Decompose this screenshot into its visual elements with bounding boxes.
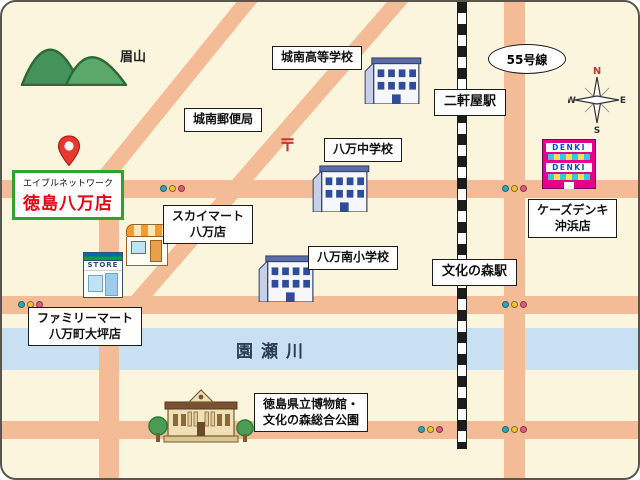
traffic-signal-icon <box>160 185 185 192</box>
familymart-shop-icon: STORE <box>83 252 123 298</box>
denki-windows <box>548 154 590 160</box>
label-ks-denki: ケーズデンキ 沖浜店 <box>528 199 618 239</box>
compass-icon: N E S W <box>568 66 626 134</box>
school-building-icon <box>362 56 422 104</box>
denki-windows <box>548 174 590 180</box>
mountain-label: 眉山 <box>120 50 147 65</box>
school-building-icon <box>310 164 370 212</box>
label-skymart-line1: スカイマート <box>172 209 245 223</box>
compass-s-label: S <box>594 126 600 134</box>
compass-w-label: W <box>568 96 576 106</box>
store-card-brand: エイブルネットワーク <box>22 179 113 189</box>
road-route55 <box>504 2 525 478</box>
shop-body <box>84 270 122 297</box>
post-office-mark-icon: 〒 <box>279 136 296 156</box>
river-label: 園瀬川 <box>236 342 311 362</box>
label-hachiman-minami-elementary: 八万南小学校 <box>308 246 399 270</box>
label-museum-park: 徳島県立博物館・ 文化の森総合公園 <box>254 393 369 433</box>
familymart-stripe <box>84 253 122 261</box>
store-card-name: 徳島八万店 <box>23 194 113 214</box>
label-familymart-line1: ファミリーマート <box>37 311 134 325</box>
label-bunkanomori-station: 文化の森駅 <box>432 259 518 286</box>
traffic-signal-icon <box>418 426 443 433</box>
label-museum-line2: 文化の森総合公園 <box>263 412 360 427</box>
road-horizontal-middle <box>2 296 638 314</box>
route55-label: 55号線 <box>488 44 566 74</box>
store-card: エイブルネットワーク 徳島八万店 <box>12 170 124 220</box>
mountain-icon <box>20 48 128 86</box>
shop-door <box>105 273 118 296</box>
shop-window <box>131 241 146 254</box>
denki-sign: DENKI <box>546 143 592 152</box>
label-jonan-post-office: 城南郵便局 <box>184 108 263 132</box>
school-building-icon <box>256 254 316 302</box>
label-hachiman-junior-high: 八万中学校 <box>324 138 403 162</box>
museum-building-icon <box>148 389 254 443</box>
label-ks-denki-line1: ケーズデンキ <box>537 203 609 217</box>
map-pin-icon <box>57 135 81 167</box>
shop-window <box>88 275 103 292</box>
label-skymart-line2: 八万店 <box>190 224 227 239</box>
label-familymart: ファミリーマート 八万町大坪店 <box>28 307 143 347</box>
railway-line <box>457 2 467 449</box>
shop-door <box>150 240 162 262</box>
compass-n-label: N <box>593 66 601 77</box>
label-museum-line1: 徳島県立博物館・ <box>263 397 360 411</box>
shop-awning <box>126 224 168 237</box>
label-jonan-high-school: 城南高等学校 <box>272 46 363 70</box>
compass-e-label: E <box>620 96 626 106</box>
denki-sign: DENKI <box>546 163 592 172</box>
traffic-signal-icon <box>502 301 527 308</box>
denki-door <box>564 182 574 189</box>
shop-body <box>126 237 168 266</box>
store-sign: STORE <box>87 261 119 269</box>
ks-denki-building-icon: DENKI DENKI <box>542 139 596 189</box>
label-nikenya-station: 二軒屋駅 <box>434 89 507 116</box>
skymart-shop-icon <box>126 224 168 268</box>
label-ks-denki-line2: 沖浜店 <box>554 218 591 233</box>
traffic-signal-icon <box>502 185 527 192</box>
traffic-signal-icon <box>502 426 527 433</box>
label-familymart-line2: 八万町大坪店 <box>49 326 122 341</box>
label-skymart: スカイマート 八万店 <box>163 205 254 245</box>
